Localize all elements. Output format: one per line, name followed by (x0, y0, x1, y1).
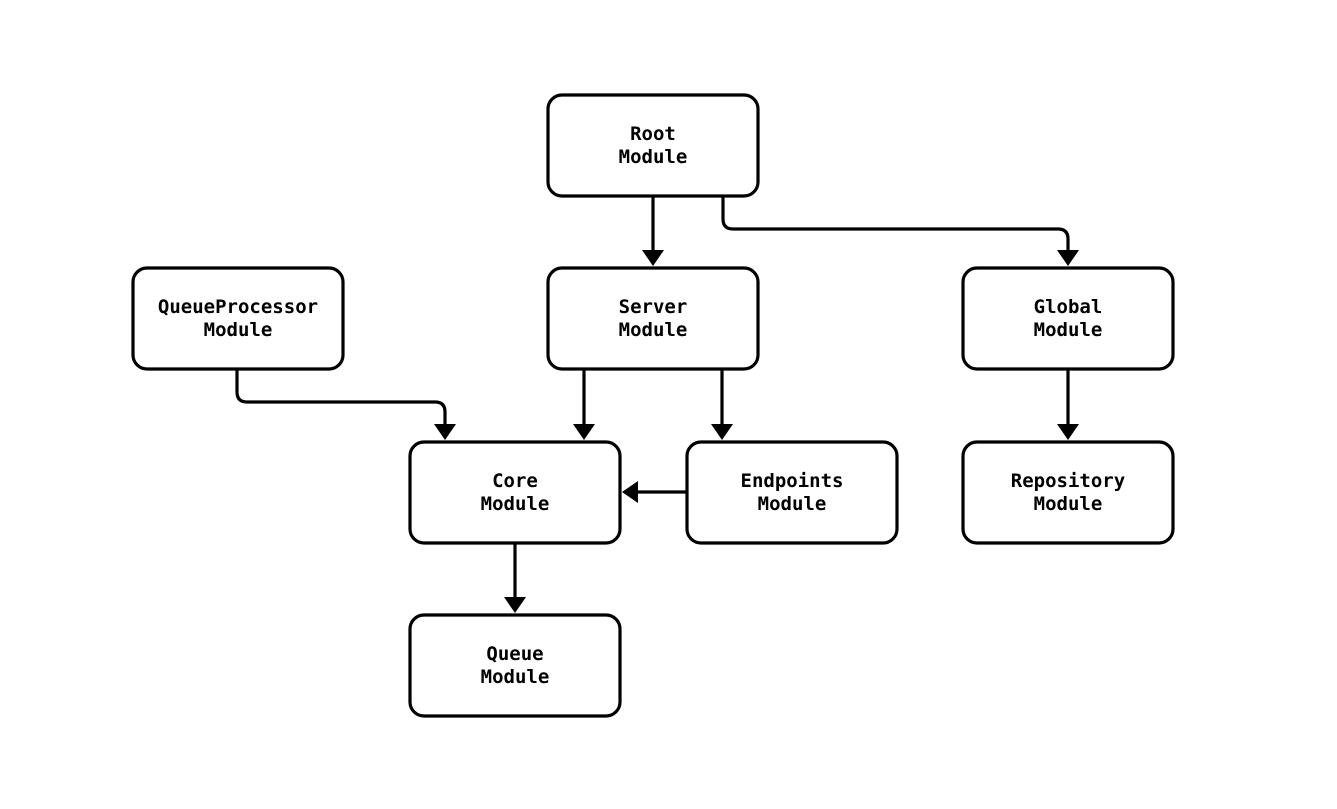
node-label-line1-global: Global (1034, 296, 1103, 318)
edge-root-to-global (721, 196, 1079, 266)
node-label-line2-queue: Module (481, 666, 550, 688)
edge-global-to-repository (1057, 369, 1079, 440)
edge-arrowhead (573, 424, 595, 440)
edge-queueprocessor-to-core (235, 369, 456, 440)
node-box-core[interactable] (408, 440, 622, 545)
edge-arrowhead (1057, 250, 1079, 266)
node-box-server[interactable] (546, 266, 760, 371)
node-box-repository[interactable] (961, 440, 1175, 545)
node-label-line1-root: Root (630, 123, 676, 145)
edge-root-to-server (642, 196, 664, 266)
edge-line (235, 369, 447, 426)
node-box-queue[interactable] (408, 613, 622, 718)
edge-arrowhead (711, 424, 733, 440)
edge-arrowhead (1057, 424, 1079, 440)
node-label-line2-queueprocessor: Module (204, 319, 273, 341)
node-label-line1-endpoints: Endpoints (741, 470, 844, 492)
nodes-layer: RootModuleQueueProcessorModuleServerModu… (131, 93, 1175, 718)
edge-server-to-core (573, 369, 595, 440)
edges-layer (235, 196, 1079, 613)
node-box-queueprocessor[interactable] (131, 266, 345, 371)
node-box-endpoints[interactable] (685, 440, 899, 545)
node-label-line2-global: Module (1034, 319, 1103, 341)
node-label-line2-root: Module (619, 146, 688, 168)
node-box-root[interactable] (546, 93, 760, 198)
node-box-global[interactable] (961, 266, 1175, 371)
node-label-line2-endpoints: Module (758, 493, 827, 515)
node-label-line1-repository: Repository (1011, 470, 1125, 492)
edge-endpoints-to-core (622, 481, 687, 503)
edge-arrowhead (642, 250, 664, 266)
edge-core-to-queue (504, 543, 526, 613)
node-label-line1-queueprocessor: QueueProcessor (158, 296, 318, 318)
edge-arrowhead (504, 597, 526, 613)
node-label-line1-core: Core (492, 470, 538, 492)
node-label-line2-repository: Module (1034, 493, 1103, 515)
edge-server-to-endpoints (711, 369, 733, 440)
node-label-line1-server: Server (619, 296, 688, 318)
node-label-line2-server: Module (619, 319, 688, 341)
node-label-line2-core: Module (481, 493, 550, 515)
edge-arrowhead (434, 424, 456, 440)
edge-arrowhead (622, 481, 638, 503)
node-label-line1-queue: Queue (486, 643, 543, 665)
edge-line (721, 196, 1070, 252)
